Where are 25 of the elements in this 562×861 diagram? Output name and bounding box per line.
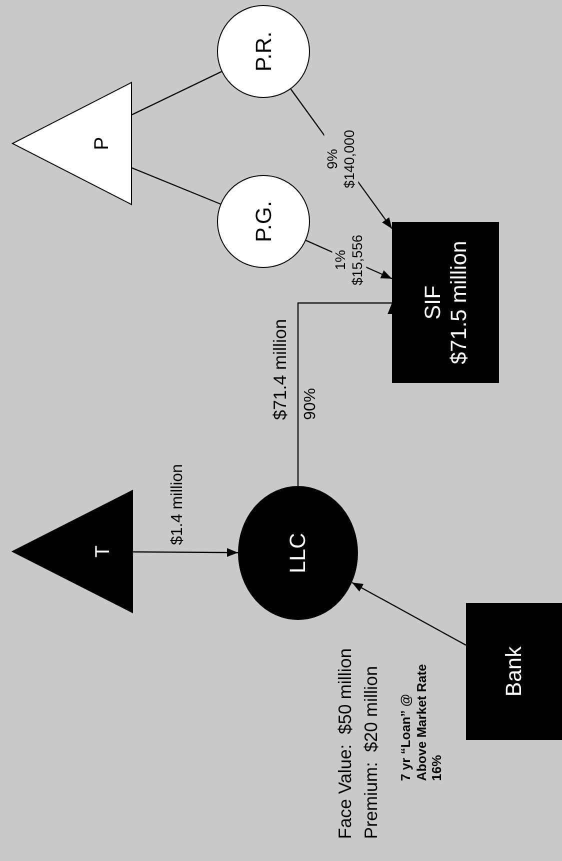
- connector-line: [132, 167, 221, 205]
- triangle-shape: [12, 490, 133, 613]
- arrow: [352, 582, 466, 646]
- node-label: Bank: [501, 646, 527, 697]
- node-label: P.R.: [250, 32, 276, 72]
- arrow: [133, 548, 238, 557]
- connector-line: [132, 71, 222, 116]
- circle-shape: [217, 175, 310, 268]
- edge-label: 7 yr “Loan” @ Above Market Rate 16%: [398, 662, 445, 781]
- node-label: P.G.: [250, 200, 276, 242]
- triangle-shape: [12, 82, 132, 205]
- ellipse-shape: [238, 486, 358, 620]
- edge-label: $71.4 million: [270, 318, 291, 420]
- annotation-text: Premium: $20 million: [360, 666, 382, 839]
- annotation-text: Face Value: $50 million: [334, 648, 356, 839]
- entity-box: [466, 603, 562, 740]
- entity-box: [392, 222, 499, 383]
- node-label: P: [91, 136, 114, 150]
- node-label: LLC: [285, 532, 311, 574]
- edge-label: $1.4 million: [168, 463, 187, 545]
- node-label: T: [92, 545, 115, 558]
- node-label: SIF: [420, 285, 446, 320]
- percentage-label: 90%: [302, 388, 320, 420]
- node-label: $71.5 million: [446, 240, 471, 364]
- circle-shape: [217, 5, 310, 98]
